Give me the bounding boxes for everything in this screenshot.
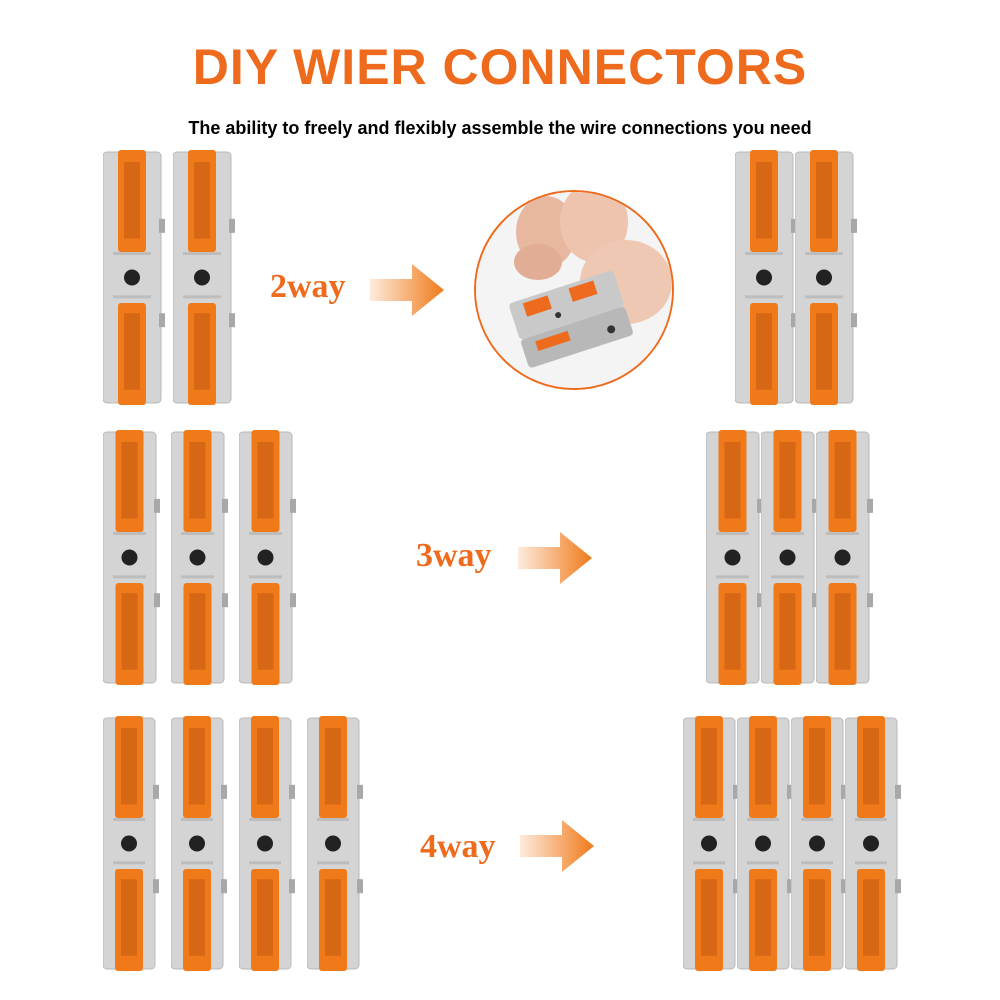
separate-connector [238,716,299,976]
separate-connector [170,716,231,976]
right-arrow-icon [370,264,444,316]
assembled-connector [682,716,743,976]
page-title: DIY WIER CONNECTORS [192,39,808,95]
separate-connector [170,430,232,690]
separate-connector [102,430,164,690]
separate-connector [102,150,169,410]
assembled-connector [790,716,851,976]
right-arrow-icon [520,820,594,872]
row-label-2way: 2way [270,268,346,305]
separate-connector [102,716,163,976]
assembled-connector [734,150,801,410]
page-subtitle: The ability to freely and flexibly assem… [188,118,812,138]
separate-connector [306,716,367,976]
assembled-connector [794,150,861,410]
assembled-connector [736,716,797,976]
row-label-4way: 4way [420,828,496,865]
assembled-connector [760,430,822,690]
row-label-3way: 3way [416,537,492,574]
hand-assembling-connector-photo [474,190,674,390]
right-arrow-icon [518,532,592,584]
separate-connector [172,150,239,410]
assembled-connector [844,716,905,976]
assembled-connector [705,430,767,690]
separate-connector [238,430,300,690]
assembled-connector [815,430,877,690]
